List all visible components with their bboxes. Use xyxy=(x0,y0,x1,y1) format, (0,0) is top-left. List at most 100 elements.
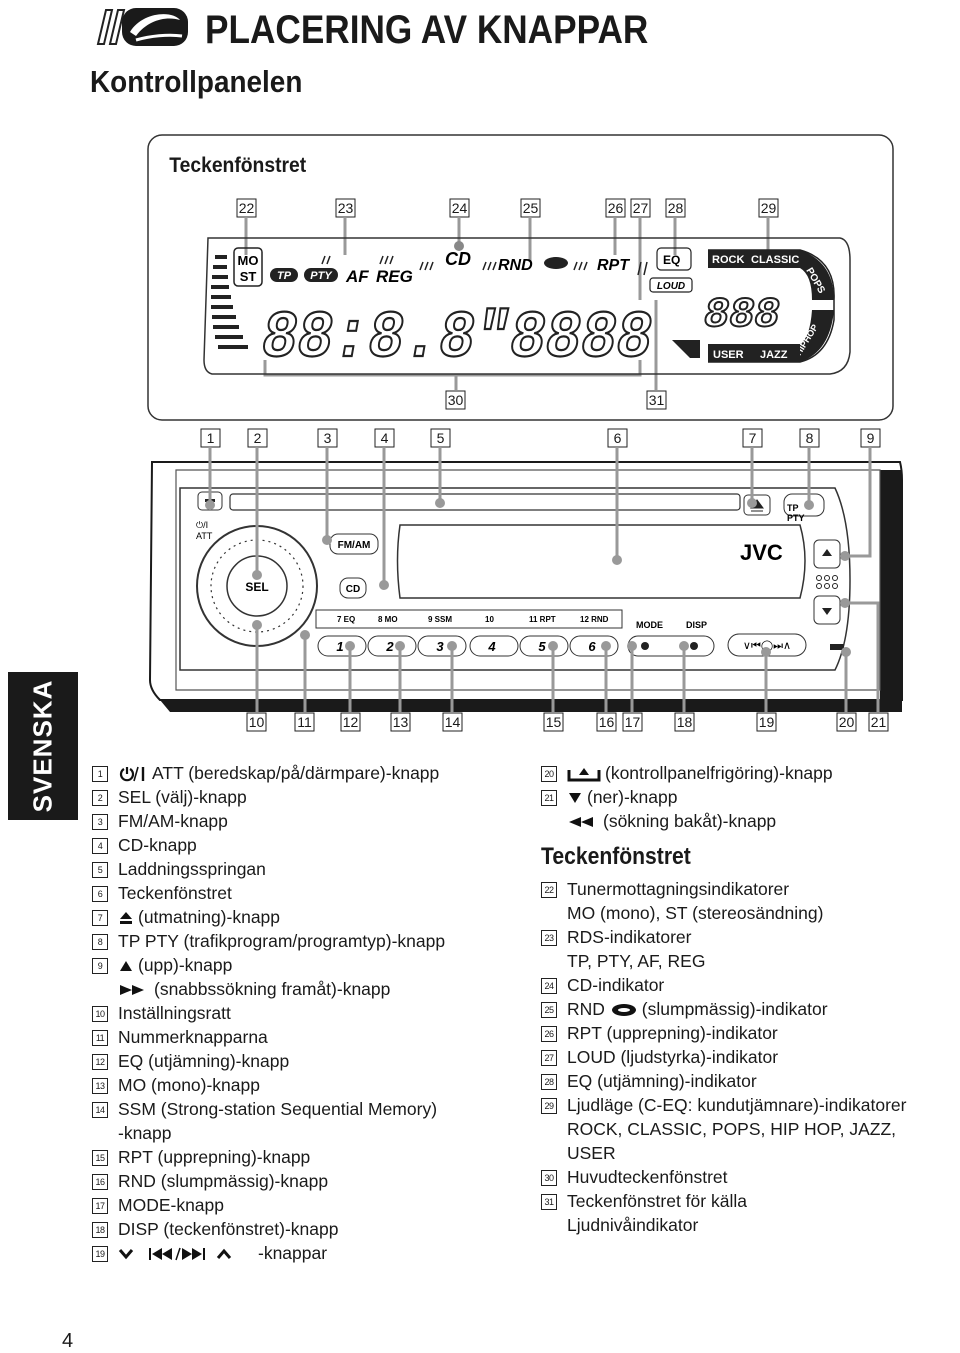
list-item-29: 29 Ljudläge (C-EQ: kundutjämnare)-indikat… xyxy=(541,1093,951,1117)
svg-text:5: 5 xyxy=(437,430,445,446)
item-text: RND (slumpmässig)-knapp xyxy=(118,1171,329,1191)
item-number: 9 xyxy=(92,958,108,974)
indicator-eq: EQ xyxy=(663,253,680,267)
item-number: 25 xyxy=(541,1002,557,1018)
svg-text:7 EQ: 7 EQ xyxy=(337,615,355,624)
svg-text:15: 15 xyxy=(546,714,562,730)
svg-text:3: 3 xyxy=(324,430,332,446)
svg-text:1: 1 xyxy=(336,639,343,654)
list-item-continuation: (sökning bakåt)-knapp xyxy=(541,809,951,833)
list-item-16: 16 RND (slumpmässig)-knapp xyxy=(92,1169,512,1193)
indicator-af: AF xyxy=(345,267,369,286)
source-digits: 888 xyxy=(704,291,780,339)
item-text: TP, PTY, AF, REG xyxy=(567,951,706,971)
main-digits: 88:8.8"8888 xyxy=(262,301,652,376)
unit-callouts-bottom: 10 11 12 13 14 15 16 17 18 19 20 21 xyxy=(246,712,889,732)
head-unit: ⏻/I ATT SEL FM/AM CD TP PTY JVC 7 EQ 8 M… xyxy=(148,461,903,712)
svg-text:17: 17 xyxy=(625,714,641,730)
item-text: MO (mono), ST (stereosändning) xyxy=(567,903,824,923)
item-text: SSM (Strong-station Sequential Memory) xyxy=(118,1099,438,1119)
item-text: FM/AM-knapp xyxy=(118,811,228,831)
callout-21: 21 xyxy=(868,712,889,732)
section-title: Kontrollpanelen xyxy=(90,64,303,99)
power-label: ⏻/I xyxy=(196,520,208,530)
item-number: 12 xyxy=(92,1054,108,1070)
indicator-st: ST xyxy=(240,269,257,284)
svg-text:2: 2 xyxy=(385,639,394,654)
display-heading: Teckenfönstret xyxy=(541,843,691,870)
display-callouts-bottom: 30 31 xyxy=(445,390,667,410)
language-tab: SVENSKA xyxy=(8,672,78,820)
callout-6: 6 xyxy=(607,428,628,448)
item-text: TP PTY (trafikprogram/programtyp)-knapp xyxy=(118,931,446,951)
callout-14: 14 xyxy=(442,712,463,732)
item-number: 23 xyxy=(541,930,557,946)
callout-2: 2 xyxy=(247,428,268,448)
item-number: 27 xyxy=(541,1050,557,1066)
item-number: 2 xyxy=(92,790,108,806)
item-text: RDS-indikatorer xyxy=(567,927,692,947)
item-number: 29 xyxy=(541,1098,557,1114)
item-text: Laddningsspringan xyxy=(118,859,266,879)
item-number: 19 xyxy=(92,1246,108,1262)
svg-text:7: 7 xyxy=(749,430,757,446)
callout-24: 24 xyxy=(449,198,470,218)
svg-text:1: 1 xyxy=(207,430,215,446)
item-text: Ljudläge (C-EQ: kundutjämnare)-indikator… xyxy=(567,1095,907,1115)
item-text: DISP (teckenfönstret)-knapp xyxy=(118,1219,339,1239)
item-text: EQ (utjämning)-indikator xyxy=(567,1071,757,1091)
list-item-19: 19-knappar xyxy=(92,1241,512,1265)
svg-text:30: 30 xyxy=(448,392,464,408)
list-item-20: 20(kontrollpanelfrigöring)-knapp xyxy=(541,761,951,785)
callout-22: 22 xyxy=(236,198,257,218)
item-text: Tunermottagningsindikatorer xyxy=(567,879,790,899)
list-item-28: 28 EQ (utjämning)-indikator xyxy=(541,1069,951,1093)
item-number: 20 xyxy=(541,766,557,782)
svg-text:11 RPT: 11 RPT xyxy=(529,615,556,624)
item-number: 28 xyxy=(541,1074,557,1090)
item-text: Nummerknapparna xyxy=(118,1027,268,1047)
indicator-rnd: RND xyxy=(498,257,533,274)
item-text: USER xyxy=(567,1143,616,1163)
svg-text:8 MO: 8 MO xyxy=(378,615,398,624)
indicator-tp: TP xyxy=(277,270,292,282)
list-item-continuation: -knapp xyxy=(92,1121,512,1145)
callout-5: 5 xyxy=(430,428,451,448)
item-text: SEL (välj)-knapp xyxy=(118,787,247,807)
item-number: 16 xyxy=(92,1174,108,1190)
indicator-rpt: RPT xyxy=(597,257,630,274)
callout-16: 16 xyxy=(596,712,617,732)
svg-text:19: 19 xyxy=(759,714,775,730)
indicator-reg: REG xyxy=(376,267,413,286)
indicator-user: USER xyxy=(713,349,744,361)
item-text: Huvudteckenfönstret xyxy=(567,1167,728,1187)
svg-text:10: 10 xyxy=(485,615,494,624)
callout-10: 10 xyxy=(246,712,267,732)
svg-text:9 SSM: 9 SSM xyxy=(428,615,452,624)
callout-12: 12 xyxy=(340,712,361,732)
callout-20: 20 xyxy=(836,712,857,732)
eject-icon xyxy=(120,912,132,925)
list-item-23: 23 RDS-indikatorer xyxy=(541,925,951,949)
callout-25: 25 xyxy=(520,198,541,218)
indicator-mo: MO xyxy=(238,253,259,268)
item-text: RPT (upprepning)-indikator xyxy=(567,1023,778,1043)
item-number: 1 xyxy=(92,766,108,782)
svg-text:13: 13 xyxy=(393,714,409,730)
item-text: ATT (beredskap/på/därmpare)-knapp xyxy=(152,763,440,783)
item-number: 3 xyxy=(92,814,108,830)
item-number: 5 xyxy=(92,862,108,878)
callout-31: 31 xyxy=(646,390,667,410)
